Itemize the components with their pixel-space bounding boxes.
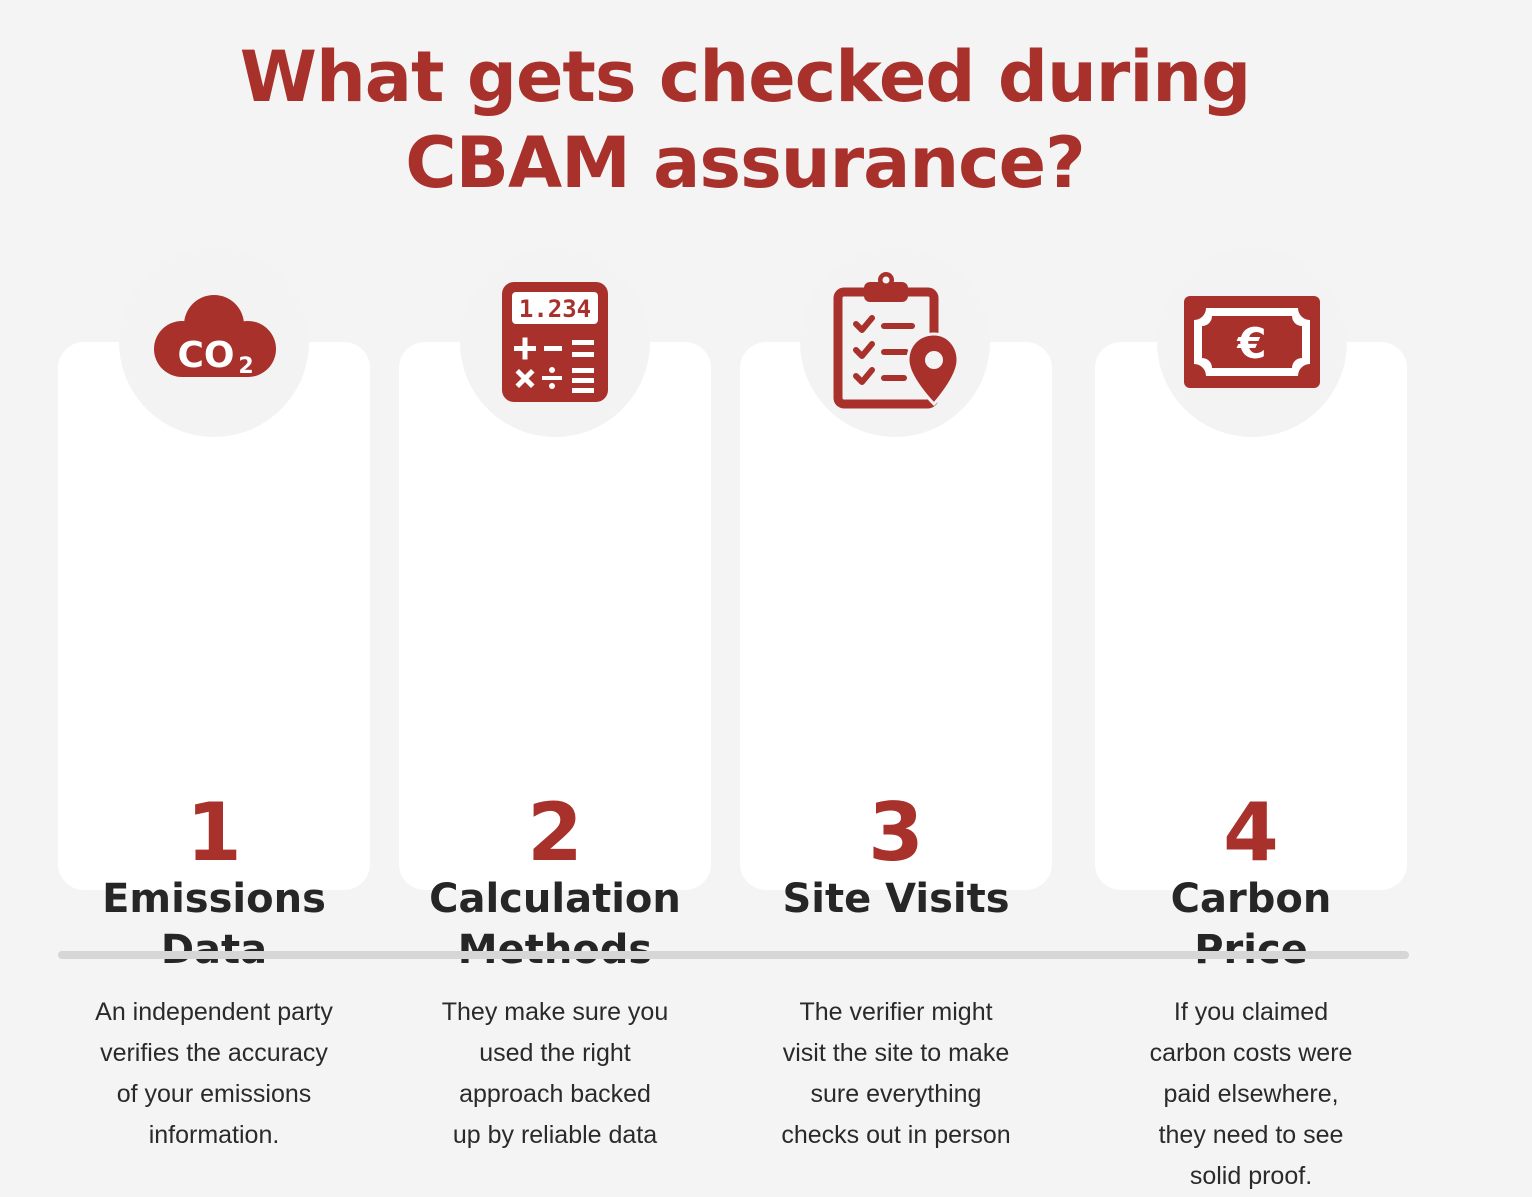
step-icon-circle: CO 2 — [119, 247, 309, 437]
step-description: They make sure you used the right approa… — [399, 992, 711, 1156]
horizontal-scrollbar[interactable] — [58, 951, 1409, 959]
step-heading: Carbon Price — [1095, 874, 1407, 976]
step-description: The verifier might visit the site to mak… — [740, 992, 1052, 1156]
step-description-line: visit the site to make — [782, 1039, 1010, 1067]
step-description-line: The verifier might — [799, 998, 993, 1026]
step-heading-line: Site Visits — [782, 876, 1010, 922]
step-number: 3 — [868, 786, 924, 879]
co2-icon-subscript: 2 — [238, 354, 253, 379]
step-heading-line: Calculation — [429, 876, 681, 922]
step-description-line: they need to see — [1158, 1121, 1344, 1149]
step-icon-circle: 1.234 — [460, 247, 650, 437]
step-icon-circle: € — [1157, 247, 1347, 437]
co2-icon-text: CO — [177, 335, 234, 376]
step-heading: Calculation Methods — [399, 874, 711, 976]
step-heading-line: Price — [1194, 927, 1308, 973]
co2-cloud-icon: CO 2 — [154, 295, 276, 379]
step-description-line: An independent party — [95, 998, 333, 1026]
step-description: An independent party verifies the accura… — [58, 992, 370, 1156]
step-icon-circle — [800, 247, 990, 437]
step-description-line: approach backed — [459, 1080, 651, 1108]
euro-symbol: € — [1236, 319, 1266, 368]
calculator-icon: 1.234 — [502, 282, 608, 402]
step-description-line: carbon costs were — [1149, 1039, 1353, 1067]
title-line-1: What gets checked during — [239, 36, 1252, 118]
calculator-display-text: 1.234 — [519, 295, 591, 323]
step-heading: Emissions Data — [58, 874, 370, 976]
euro-banknote-icon: € — [1184, 296, 1320, 388]
step-description-line: sure everything — [810, 1080, 982, 1108]
step-heading-line: Emissions — [102, 876, 326, 922]
step-heading-line: Methods — [457, 927, 653, 973]
step-description-line: If you claimed — [1173, 998, 1329, 1026]
step-description: If you claimed carbon costs were paid el… — [1095, 992, 1407, 1197]
step-number: 2 — [527, 786, 583, 879]
step-number: 4 — [1223, 786, 1279, 879]
clipboard-checklist-location-icon — [833, 272, 960, 409]
step-description-line: up by reliable data — [452, 1121, 658, 1149]
step-heading-line: Carbon — [1170, 876, 1332, 922]
title-line-2: CBAM assurance? — [405, 122, 1086, 204]
step-description-line: information. — [148, 1121, 280, 1149]
step-heading: Site Visits — [740, 874, 1052, 925]
step-description-line: of your emissions — [116, 1080, 312, 1108]
step-description-line: paid elsewhere, — [1163, 1080, 1339, 1108]
step-description-line: solid proof. — [1189, 1162, 1313, 1190]
step-description-line: used the right — [479, 1039, 631, 1067]
step-description-line: They make sure you — [441, 998, 669, 1026]
step-number: 1 — [186, 786, 242, 879]
step-heading-line: Data — [160, 927, 268, 973]
page-title: What gets checked during CBAM assurance? — [0, 34, 1490, 206]
step-description-line: checks out in person — [781, 1121, 1011, 1149]
step-description-line: verifies the accuracy — [100, 1039, 328, 1067]
